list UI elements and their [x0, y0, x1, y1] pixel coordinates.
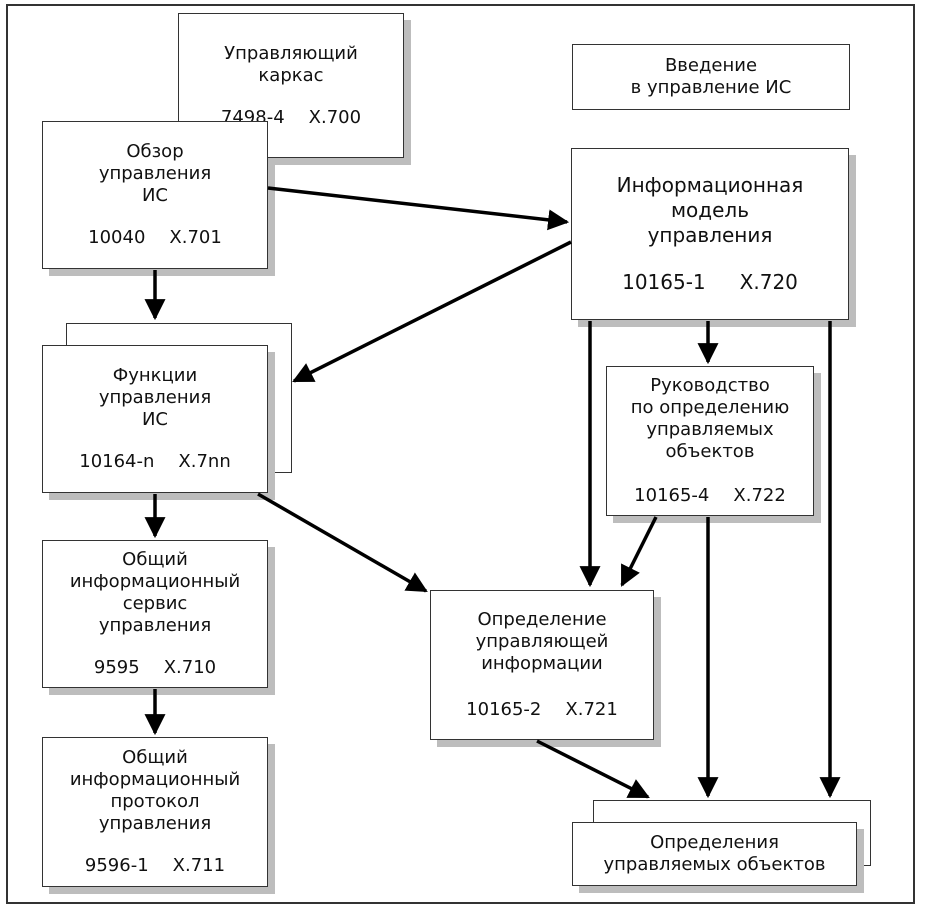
mo-defs-title: Определения управляемых объектов [603, 832, 826, 875]
overview-box: Обзор управления ИС 10040 X.701 [42, 121, 268, 269]
info-model-itu-code: X.720 [739, 270, 798, 294]
info-model-iso-code: 10165-1 [622, 270, 706, 294]
overview-iso-code: 10040 [88, 227, 146, 248]
cmip-box: Общий информационный протокол управления… [42, 737, 268, 887]
framework-itu-code: X.700 [308, 106, 362, 128]
smi-def-title: Определение управляющей информации [475, 609, 609, 674]
intro-title: Введение в управление ИС [630, 55, 792, 98]
overview-title: Обзор управления ИС [98, 141, 212, 206]
cmip-title: Общий информационный протокол управления [69, 747, 241, 834]
info-model-title: Информационная модель управления [616, 173, 804, 247]
smi-def-itu-code: X.721 [565, 699, 618, 720]
framework-title: Управляющий каркас [224, 42, 358, 86]
functions-title: Функции управления ИС [98, 365, 212, 430]
guide-title: Руководство по определению управляемых о… [630, 375, 790, 462]
cmis-itu-code: X.710 [163, 657, 217, 678]
overview-itu-code: X.701 [169, 227, 222, 248]
functions-box: Функции управления ИС 10164-n X.7nn [42, 345, 268, 493]
smi-def-iso-code: 10165-2 [466, 699, 542, 720]
guide-box: Руководство по определению управляемых о… [606, 366, 814, 516]
cmis-box: Общий информационный сервис управления 9… [42, 540, 268, 688]
mo-defs-box: Определения управляемых объектов [572, 822, 857, 886]
functions-iso-code: 10164-n [79, 451, 155, 472]
guide-iso-code: 10165-4 [634, 485, 710, 506]
info-model-box: Информационная модель управления 10165-1… [571, 148, 849, 320]
cmip-itu-code: X.711 [172, 855, 226, 876]
intro-box: Введение в управление ИС [572, 44, 850, 110]
cmip-iso-code: 9596-1 [84, 855, 149, 876]
smi-def-box: Определение управляющей информации 10165… [430, 590, 654, 740]
cmis-iso-code: 9595 [93, 657, 140, 678]
functions-itu-code: X.7nn [178, 451, 231, 472]
cmis-title: Общий информационный сервис управления [69, 549, 241, 636]
guide-itu-code: X.722 [733, 485, 786, 506]
